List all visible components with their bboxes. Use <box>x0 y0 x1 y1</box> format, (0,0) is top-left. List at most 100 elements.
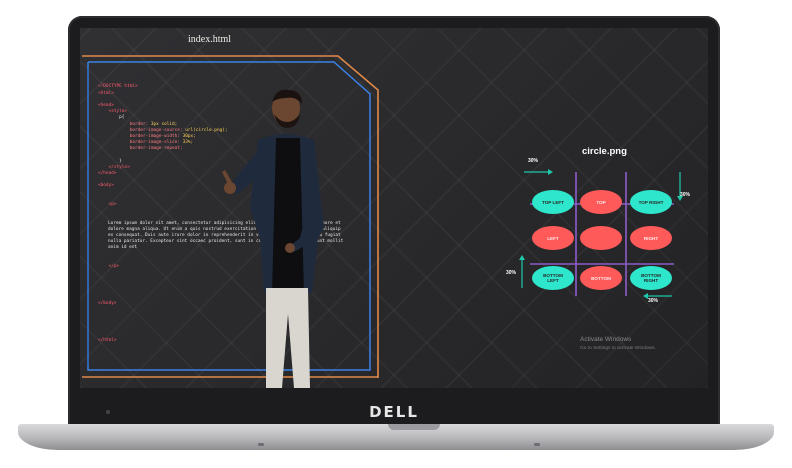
code-token: border-image-slice: <box>98 140 183 146</box>
code-token: </style> <box>98 164 130 170</box>
presenter-figure <box>222 89 324 388</box>
code-line: p{ <box>98 115 350 121</box>
border-image-diagram: circle.png TOP LEFT TOP TOP RIGHT LEFT RIGHT… <box>506 146 696 306</box>
diagram-title: circle.png <box>582 146 627 157</box>
code-token: border: <box>98 121 151 127</box>
diagram-cell-label: TOP RIGHT <box>639 200 664 205</box>
presenter-arm-down <box>290 198 318 252</box>
code-line: <head> <box>98 103 350 109</box>
diagram-cell: LEFT <box>532 226 574 250</box>
code-line: <html> <box>98 91 350 97</box>
body-close-tag: </body> <box>98 301 117 307</box>
diagram-cell-label-line1: TOP <box>596 199 606 205</box>
code-lines: <!DOCTYPE html><html> <head> <style> p{ b… <box>98 84 350 189</box>
code-token: <!DOCTYPE html> <box>98 84 138 90</box>
base-foot <box>258 443 264 446</box>
diagram-cell-label-line1: BOTTOM <box>591 275 611 281</box>
presenter-arm-raised <box>230 148 264 194</box>
diagram-cell: TOP RIGHT <box>630 190 672 214</box>
code-line-html-close: </html> <box>98 338 350 344</box>
code-token: border-image-source: <box>98 127 186 133</box>
screen: index.html <!DOCTYPE html><html> <head> <… <box>80 28 708 388</box>
laptop-lid: index.html <!DOCTYPE html><html> <head> <… <box>68 16 720 434</box>
activate-windows-subtitle: Go to Settings to activate Windows. <box>580 346 656 351</box>
code-line-p-open: <p> <box>98 202 350 208</box>
code-panel-frame <box>82 55 379 378</box>
code-token: <html> <box>98 90 114 96</box>
arrow-bottom-icon <box>643 293 648 299</box>
status-light-icon <box>106 410 110 414</box>
editor-tab-title[interactable]: index.html <box>188 34 232 45</box>
diagram-cell-label: BOTTOM <box>591 276 611 281</box>
base-foot <box>534 443 540 446</box>
diagram-cell-label-line1: LEFT <box>547 235 559 241</box>
diagram-cell-label-line2: RIGHT <box>643 278 659 283</box>
diagram-cell-label-line1: BOTTOM <box>641 273 661 278</box>
code-line-body-close: </body> <box>98 301 350 307</box>
pct-right: 30% <box>680 192 691 198</box>
diagram-cell: BOTTOM <box>580 266 622 290</box>
code-token: 30px; <box>182 133 196 139</box>
frame-orange <box>82 55 379 378</box>
code-token: } <box>98 158 122 164</box>
presenter-hand <box>224 182 236 194</box>
code-token: <head> <box>98 102 114 108</box>
diagram-cell-label: LEFT <box>547 236 558 241</box>
code-token: border-image-repeat; <box>98 146 183 152</box>
diagram-cell-label: TOP LEFT <box>542 200 564 205</box>
arrow-left-icon <box>519 255 525 260</box>
diagram-cell-label-line1: TOP RIGHT <box>638 199 664 205</box>
code-line: border-image-repeat; <box>98 146 350 152</box>
code-line: </head> <box>98 171 350 177</box>
code-line: </style> <box>98 165 350 171</box>
diagram-cell: TOP <box>580 190 622 214</box>
code-line: } <box>98 159 350 165</box>
diagram-cell-label: RIGHT <box>644 236 658 241</box>
p-open-tag: <p> <box>108 202 117 207</box>
diagram-cell: TOP LEFT <box>532 190 574 214</box>
presenter-head <box>272 91 300 125</box>
brand-logo: DELL <box>369 403 419 421</box>
laptop-base <box>18 424 774 450</box>
arrow-right-icon <box>677 196 683 201</box>
presenter-hair <box>272 89 302 104</box>
lid-notch <box>388 424 440 430</box>
code-token: 33%; <box>182 140 194 146</box>
code-line: <body> <box>98 183 350 189</box>
code-line: border-image-slice: 33%; <box>98 140 350 146</box>
presenter-hand-down <box>285 243 295 253</box>
code-line: border: 3px solid; <box>98 122 350 128</box>
code-line: border-image-source: url(circle.png); <box>98 128 350 134</box>
diagram-cell-label-line1: RIGHT <box>643 235 659 241</box>
presenter-beard <box>274 114 300 128</box>
diagram-cell-label-line2: LEFT <box>547 278 559 283</box>
code-token: </head> <box>98 171 117 177</box>
code-token: <body> <box>98 183 114 189</box>
diagram-cell-label-line1: TOP LEFT <box>541 199 565 205</box>
code-token: 3px solid; <box>150 121 178 127</box>
pct-top: 30% <box>528 158 539 164</box>
code-line: <style> <box>98 109 350 115</box>
p-close-tag: </p> <box>108 264 120 270</box>
activate-windows-title: Activate Windows <box>580 336 632 343</box>
html-close-tag: </html> <box>98 338 117 344</box>
code-line-p-close: </p> <box>98 264 350 270</box>
code-token: p{ <box>98 115 125 121</box>
pct-left: 30% <box>506 270 517 276</box>
code-token: <style> <box>98 109 128 115</box>
bottom-bezel: DELL <box>68 390 720 434</box>
diagram-cell: RIGHT <box>630 226 672 250</box>
presenter-finger <box>222 170 232 184</box>
arrow-top-icon <box>548 169 553 175</box>
pct-bottom: 30% <box>648 298 659 304</box>
diagram-cell-label: TOP <box>596 200 605 205</box>
code-token: border-image-width: <box>98 133 183 139</box>
diagram-cell <box>580 226 622 250</box>
presenter-shirt <box>272 138 304 293</box>
presenter-trousers <box>266 288 310 388</box>
diagram-cell-label-line1: BOTTOM <box>543 273 563 278</box>
